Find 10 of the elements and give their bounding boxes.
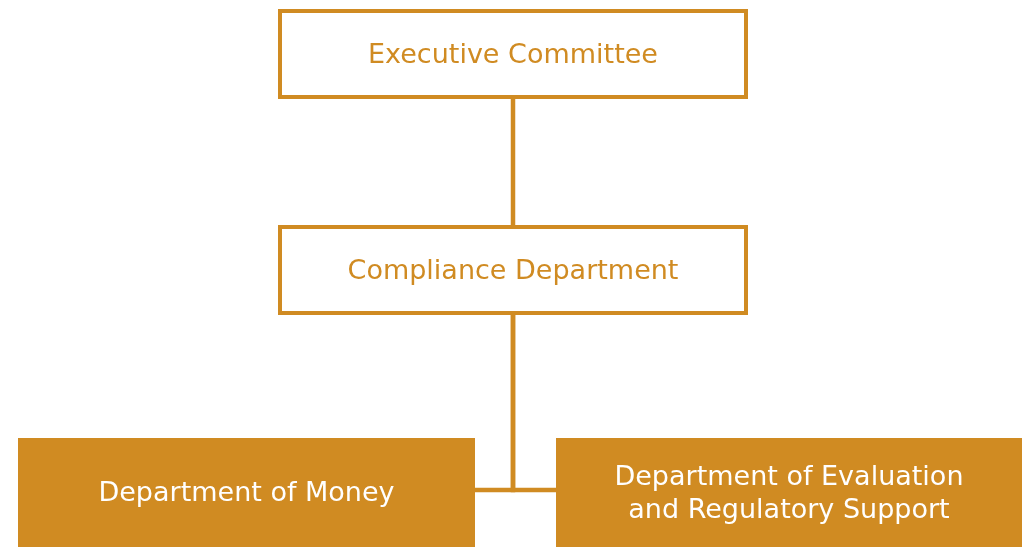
box-label: Compliance Department [347,253,679,287]
box-label: Department of Money [98,476,395,509]
org-box [278,9,748,99]
department-box [556,438,1022,547]
department-box [18,438,475,547]
connector-line [510,315,556,493]
box-label: Executive Committee [368,37,658,71]
connector-line [510,99,516,225]
org-box [278,225,748,315]
box-label: Department of Evaluation and Regulatory Support [613,460,965,525]
